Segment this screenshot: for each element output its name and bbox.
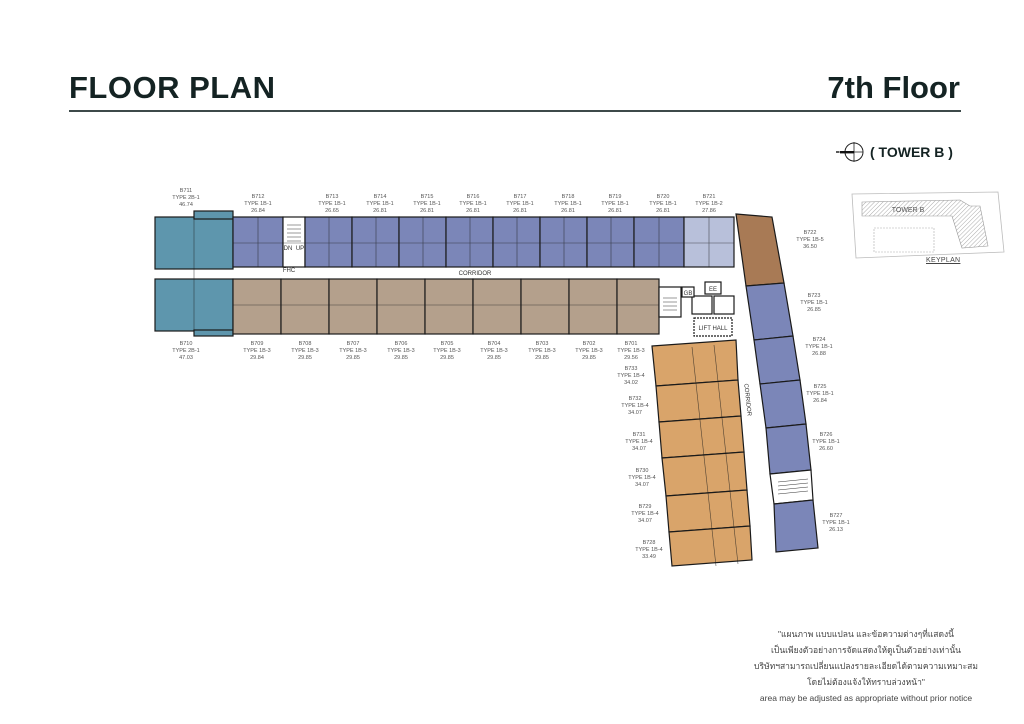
disclaimer-th-line-3: บริษัทฯสามารถเปลี่ยนแปลงรายละเอียดได้ตาม… [754, 661, 978, 671]
lift-hall-label: LIFT HALL [699, 326, 729, 332]
keyplan-building-label: TOWER B [892, 207, 925, 214]
corridor-label-vertical: CORRIDOR [742, 383, 751, 417]
tower-indicator: ( TOWER B ) [836, 141, 953, 163]
header-divider [69, 110, 961, 112]
keyplan-label: KEYPLAN [926, 257, 961, 264]
fhc-label: FHC [283, 268, 296, 274]
floor-title: 7th Floor [827, 70, 960, 105]
stair-up-label: UP [296, 246, 304, 252]
unit-B722 [735, 213, 785, 287]
ee-label: EE [709, 287, 717, 293]
disclaimer-en-line: area may be adjusted as appropriate with… [759, 693, 973, 703]
stair-dn-label: DN [284, 246, 293, 252]
disclaimer-th-line-4: โดยไม่ต้องแจ้งให้ทราบล่วงหน้า" [807, 677, 925, 687]
page-title: FLOOR PLAN [69, 70, 276, 105]
tower-label: ( TOWER B ) [870, 144, 953, 160]
gb-label: GB [684, 291, 693, 297]
corridor-label-horizontal: CORRIDOR [459, 271, 492, 277]
keyplan-diagram: TOWER B [851, 191, 1005, 259]
north-arrow-icon [836, 142, 864, 162]
disclaimer-th-line-2: เป็นเพียงตัวอย่างการจัดแสดงให้ดูเป็นตัวอ… [771, 645, 961, 655]
disclaimer: "แผนภาพ แบบแปลน และข้อความต่างๆที่แสดงนี… [726, 626, 1006, 706]
disclaimer-th-line-1: "แผนภาพ แบบแปลน และข้อความต่างๆที่แสดงนี… [778, 629, 954, 639]
